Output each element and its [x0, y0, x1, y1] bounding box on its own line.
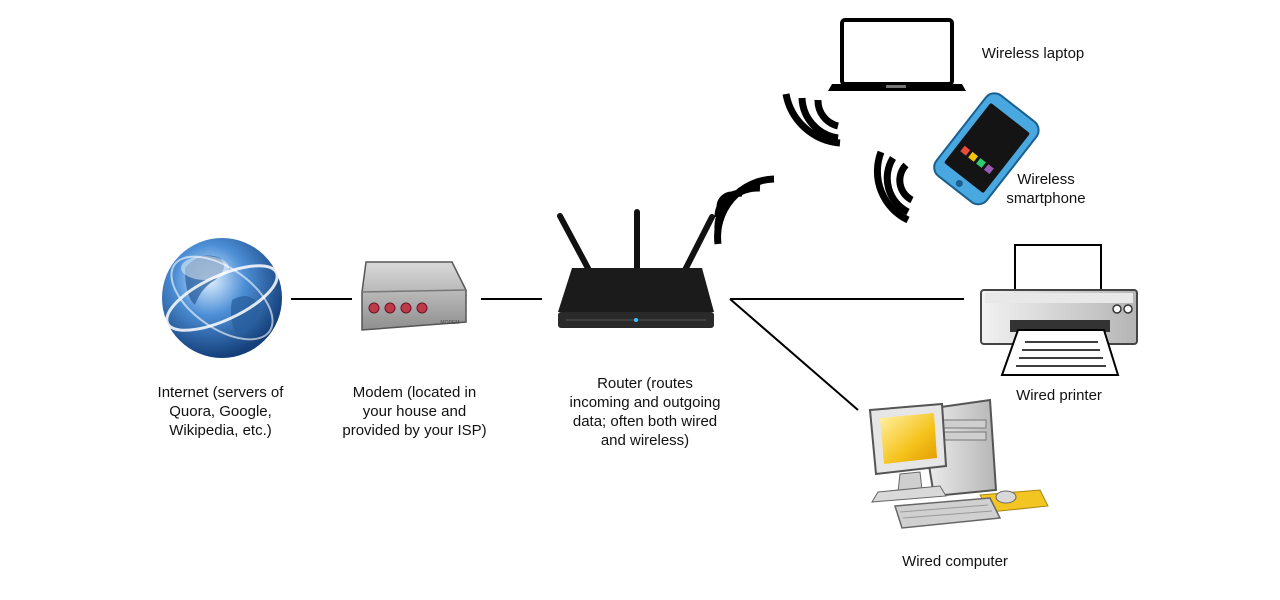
wifi-signal-laptop-icon [782, 93, 841, 147]
router-icon [557, 209, 715, 328]
printer-label: Wired printer [998, 386, 1120, 405]
router-label: Router (routes incoming and outgoing dat… [560, 374, 730, 450]
globe-icon [162, 238, 282, 358]
laptop-label: Wireless laptop [968, 44, 1098, 63]
router-label-line: incoming and outgoing [569, 394, 721, 411]
modem-label: Modem (located in your house and provide… [327, 383, 502, 440]
smartphone-label-line: smartphone [1006, 190, 1086, 207]
desktop-computer-icon [868, 398, 1049, 529]
computer-label-line: Wired computer [902, 553, 1008, 570]
wifi-signal-router-icon [714, 175, 775, 245]
internet-label: Internet (servers of Quora, Google, Wiki… [133, 383, 308, 440]
modem-label-line: your house and [362, 403, 467, 420]
internet-label-line: Wikipedia, etc.) [169, 422, 272, 439]
smartphone-icon [933, 92, 1040, 206]
router-label-line: data; often both wired [572, 413, 718, 430]
computer-label: Wired computer [885, 552, 1025, 571]
internet-label-line: Quora, Google, [169, 403, 272, 420]
link-router-computer [729, 298, 859, 411]
router-label-line: Router (routes [597, 375, 693, 392]
smartphone-label: Wireless smartphone [986, 170, 1106, 208]
modem-icon: MODEM [361, 261, 467, 331]
internet-label-line: Internet (servers of [157, 384, 284, 401]
smartphone-label-line: Wireless [1017, 171, 1075, 188]
printer-label-line: Wired printer [1016, 387, 1102, 404]
laptop-icon [828, 18, 966, 91]
wifi-signal-smartphone-icon [873, 150, 914, 224]
printer-icon [980, 244, 1138, 376]
modem-label-line: Modem (located in [352, 384, 477, 401]
modem-device-text: MODEM [440, 320, 459, 326]
router-label-line: and wireless) [600, 432, 690, 449]
modem-label-line: provided by your ISP) [342, 422, 487, 439]
connection-lines [291, 298, 964, 411]
laptop-label-line: Wireless laptop [981, 45, 1085, 62]
